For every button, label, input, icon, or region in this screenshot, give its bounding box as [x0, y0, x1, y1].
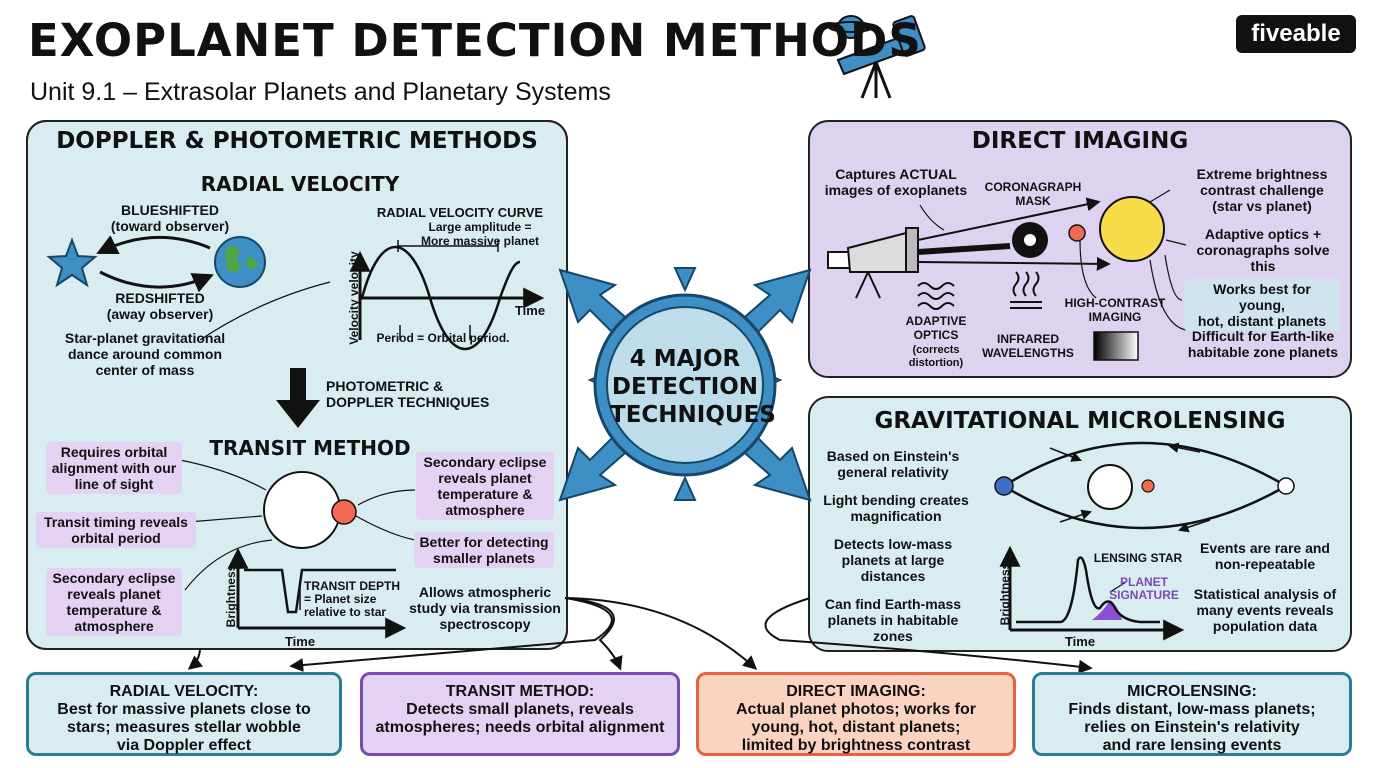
rare-events-label: Events are rare and non-repeatable [1200, 540, 1330, 572]
adaptive-optics-label: ADAPTIVE OPTICS [905, 314, 967, 342]
summary-direct-title: DIRECT IMAGING: [786, 683, 926, 700]
low-mass-label: Detects low-mass planets at large distan… [833, 536, 953, 584]
earth-icon [214, 236, 266, 288]
rv-x-axis-label: Time [514, 303, 546, 318]
rv-y-axis-label: Velocity velocity [347, 251, 361, 345]
lensing-x-axis-label: Time [1064, 634, 1096, 649]
star-icon [46, 237, 98, 288]
coronagraph-label: CORONAGRAPH MASK [984, 180, 1082, 208]
secondary-eclipse-right-note: Secondary eclipse reveals planet tempera… [416, 452, 554, 520]
period-label: Period = Orbital period. [376, 331, 510, 345]
transit-depth-label: TRANSIT DEPTH = Planet size relative to … [304, 579, 400, 619]
statistical-label: Statistical analysis of many events reve… [1193, 586, 1337, 634]
timing-note: Transit timing reveals orbital period [36, 512, 196, 548]
direct-star [1099, 196, 1165, 262]
summary-micro-box: MICROLENSING: Finds distant, low-mass pl… [1032, 672, 1352, 756]
direct-imaging-heading: DIRECT IMAGING [971, 128, 1189, 154]
page-title: EXOPLANET DETECTION METHODS [28, 14, 922, 67]
blueshift-arrow [96, 235, 211, 255]
dance-label: Star-planet gravitational dance around c… [64, 330, 226, 378]
secondary-eclipse-left-note: Secondary eclipse reveals planet tempera… [46, 568, 182, 636]
transit-x-axis-label: Time [284, 634, 316, 649]
high-contrast-label: HIGH-CONTRAST IMAGING [1064, 296, 1166, 324]
summary-direct-box: DIRECT IMAGING: Actual planet photos; wo… [696, 672, 1016, 756]
earth-mass-label: Can find Earth-mass planets in habitable… [824, 596, 962, 644]
atmospheric-note: Allows atmospheric study via transmissio… [409, 584, 561, 632]
rv-heading: RADIAL VELOCITY [200, 172, 400, 196]
summary-transit-text: Detects small planets, reveals atmospher… [375, 701, 665, 736]
fiveable-logo[interactable]: fiveable [1236, 15, 1356, 53]
center-label: 4 MAJOR DETECTION TECHNIQUES [610, 346, 776, 428]
infrared-label: INFRARED WAVELENGTHS [982, 332, 1074, 360]
direct-telescope [827, 227, 919, 299]
central-starburst [558, 267, 812, 502]
direct-planet [1068, 224, 1086, 242]
coronagraph-mask-icon [1012, 222, 1048, 258]
requires-alignment-note: Requires orbital alignment with our line… [46, 442, 182, 494]
young-planets-label: Works best for young, hot, distant plane… [1184, 279, 1340, 331]
transit-planet [331, 499, 357, 525]
summary-rv-box: RADIAL VELOCITY: Best for massive planet… [26, 672, 342, 756]
lensing-diagram [994, 441, 1295, 533]
telescope-icon [828, 15, 926, 99]
transit-star [263, 471, 341, 549]
summary-micro-title: MICROLENSING: [1127, 683, 1257, 700]
rv-curve-title: RADIAL VELOCITY CURVE [376, 205, 544, 220]
summary-micro-text: Finds distant, low-mass planets; relies … [1068, 701, 1316, 754]
summary-connectors [187, 597, 1093, 674]
rv-curve-plot [349, 240, 545, 351]
summary-rv-title: RADIAL VELOCITY: [109, 683, 259, 700]
transit-light-curve [227, 547, 407, 639]
transit-heading: TRANSIT METHOD [209, 436, 411, 460]
heat-icon [1010, 271, 1042, 309]
left-panel-heading: DOPPLER & PHOTOMETRIC METHODS [56, 128, 538, 154]
adaptive-solve-label: Adaptive optics + coronagraphs solve thi… [1196, 226, 1330, 274]
down-arrow [276, 368, 320, 428]
techniques-arrow-label: PHOTOMETRIC & DOPPLER TECHNIQUES [326, 378, 490, 410]
planet-signature-label: PLANET SIGNATURE [1109, 575, 1179, 602]
blueshift-label: BLUESHIFTED (toward observer) [110, 202, 230, 234]
redshift-arrow [99, 270, 214, 293]
lensing-y-axis-label: Brightness [998, 562, 1012, 626]
summary-direct-text: Actual planet photos; works for young, h… [735, 701, 976, 754]
smaller-planets-note: Better for detecting smaller planets [414, 532, 554, 568]
summary-transit-box: TRANSIT METHOD: Detects small planets, r… [360, 672, 680, 756]
microlensing-heading: GRAVITATIONAL MICROLENSING [874, 408, 1286, 434]
einstein-label: Based on Einstein's general relativity [826, 448, 960, 480]
summary-transit-title: TRANSIT METHOD: [445, 683, 595, 700]
lensing-star-label: LENSING STAR [1093, 551, 1183, 565]
contrast-gradient-icon [1093, 331, 1139, 361]
difficult-label: Difficult for Earth-like habitable zone … [1187, 328, 1339, 360]
captures-label: Captures ACTUAL images of exoplanets [824, 166, 968, 198]
page-subtitle: Unit 9.1 – Extrasolar Planets and Planet… [30, 78, 611, 106]
transit-y-axis-label: Brightness [224, 564, 238, 628]
summary-rv-text: Best for massive planets close to stars;… [57, 701, 311, 754]
lensing-light-curve [999, 545, 1185, 641]
wave-icon [917, 282, 955, 310]
contrast-label: Extreme brightness contrast challenge (s… [1196, 166, 1328, 214]
light-bending-label: Light bending creates magnification [823, 492, 969, 524]
amplitude-label: Large amplitude = More massive planet [420, 220, 540, 248]
redshift-label: REDSHIFTED (away observer) [106, 290, 214, 322]
corrects-distortion-label: (corrects distortion) [908, 344, 964, 369]
